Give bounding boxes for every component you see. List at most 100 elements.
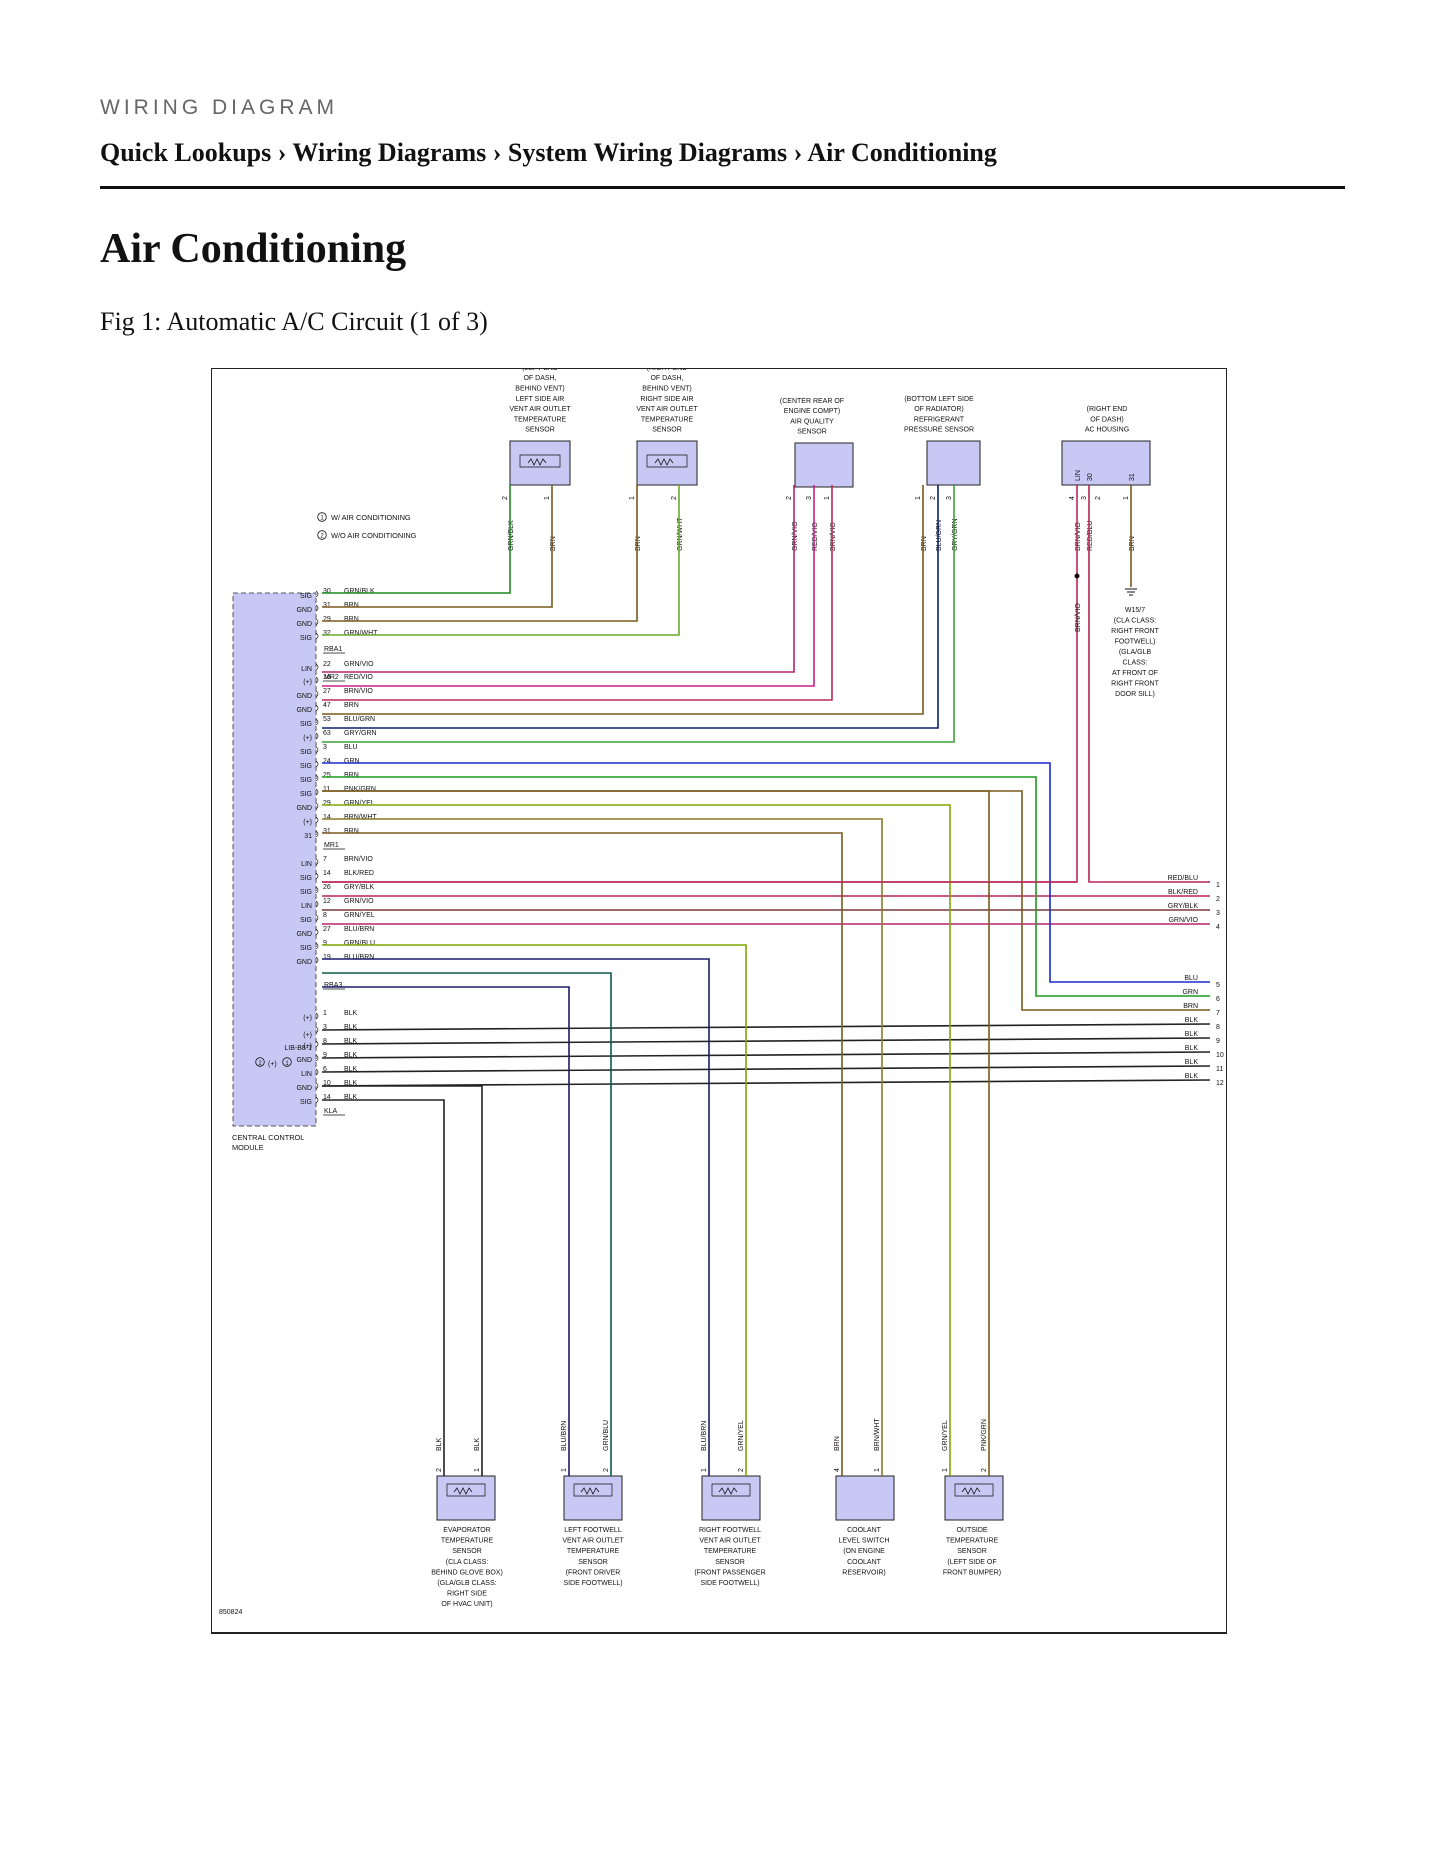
wire-gnv (322, 485, 795, 673)
legend-mark-circle (317, 512, 327, 522)
bottom-component-5 (944, 1475, 1004, 1521)
right-wire-label: BLK (1185, 1059, 1199, 1066)
pin-terminal (315, 632, 319, 640)
lib-mark: (+) (303, 1032, 312, 1039)
bottom-pin-number: 1 (701, 1468, 708, 1472)
figure-caption: Fig 1: Automatic A/C Circuit (1 of 3) (100, 307, 488, 336)
module-pin-number: 47 (323, 702, 331, 709)
top-wire-label: GRY/GRN (952, 518, 959, 551)
module-pin-wire: GRN/BLU (344, 940, 375, 947)
bottom-component-label: OUTSIDE (956, 1527, 987, 1534)
legend-mark-ref: 1 (285, 1061, 289, 1067)
ground-label: CLASS: (1123, 660, 1148, 667)
top-pin-inner-label: 31 (1129, 473, 1136, 481)
module-pin-number: 24 (323, 758, 331, 765)
right-wire-label: BLK (1185, 1017, 1199, 1024)
connector-label: MR2 (324, 674, 339, 681)
right-wire-label: GRN/VIO (1168, 917, 1198, 924)
bottom-pin-number: 1 (474, 1468, 481, 1472)
module-pin-number: 7 (323, 856, 327, 863)
module-pin-side: (+) (303, 679, 312, 686)
wire-rf-1 (322, 958, 710, 1476)
module-pin-side: LIN (301, 666, 312, 673)
module-pin-side: (+) (303, 1015, 312, 1022)
top-component-label: TEMPERATURE (514, 416, 567, 423)
module-pin-side: SIG (300, 749, 312, 756)
bottom-component-4 (835, 1475, 895, 1521)
module-pin-wire: BLU/BRN (344, 954, 374, 961)
top-component-label: TEMPERATURE (641, 416, 694, 423)
module-pin-side: GND (296, 805, 312, 812)
wire-cool-4 (322, 832, 843, 1476)
bottom-component-label: RIGHT FOOTWELL (699, 1527, 761, 1534)
top-component-label: (RIGHT END (1087, 406, 1128, 413)
pin-terminal (315, 942, 319, 950)
wire-gyg (322, 485, 955, 743)
module-pin-number: 30 (323, 588, 331, 595)
module-pin-wire: BRN (344, 702, 359, 709)
ground-label: (GLA/GLB (1119, 649, 1152, 656)
module-pin-side: LIN (301, 1071, 312, 1078)
top-pin-number: 2 (786, 496, 793, 500)
module-pin-side: SIG (300, 917, 312, 924)
legend-mark: 2 (320, 534, 324, 540)
bottom-wire-label: BLU/BRN (701, 1421, 708, 1451)
module-pin-number: 10 (323, 1080, 331, 1087)
bottom-component-label: LEFT FOOTWELL (564, 1527, 622, 1534)
wire-brn-b (322, 485, 638, 622)
module-pin-side: GND (296, 607, 312, 614)
bottom-component-label: SIDE FOOTWELL) (700, 1580, 759, 1587)
wire-right-blk (321, 1079, 1211, 1087)
module-pin-side: GND (296, 1057, 312, 1064)
module-pin-wire: GRN/YEL (344, 912, 375, 919)
bottom-component-label: SENSOR (957, 1548, 987, 1555)
module-pin-wire: GRN/VIO (344, 661, 374, 668)
top-component-label: RIGHT SIDE AIR (640, 396, 693, 403)
pin-terminal (315, 872, 319, 880)
module-pin-side: (+) (303, 1043, 312, 1050)
legend-mark: 1 (320, 516, 324, 522)
pin-terminal (315, 590, 319, 598)
module-pin-side: GND (296, 707, 312, 714)
breadcrumb[interactable]: Quick Lookups › Wiring Diagrams › System… (100, 138, 997, 167)
right-wire-label: BLK (1185, 1045, 1199, 1052)
bottom-wire-label: BLU/BRN (561, 1421, 568, 1451)
module-pin-side: GND (296, 621, 312, 628)
module-pin-wire: BRN/VIO (344, 856, 373, 863)
bottom-component-label: BEHIND GLOVE BOX) (431, 1569, 503, 1576)
ground-label: FOOTWELL) (1115, 639, 1156, 646)
module-pin-side: SIG (300, 635, 312, 642)
bottom-pin-number: 1 (561, 1468, 568, 1472)
right-wire-label: BLK (1185, 1031, 1199, 1038)
sensor-thermistor-icon (961, 1487, 981, 1495)
pin-terminal (315, 604, 319, 612)
sensor-thermistor-body (519, 454, 561, 468)
module-pin-side: LIN (301, 903, 312, 910)
bottom-component-label: (CLA CLASS: (446, 1559, 488, 1566)
top-component-label: BEHIND VENT) (515, 386, 564, 393)
bottom-wire-label: GRN/BLU (603, 1420, 610, 1451)
top-pin-number: 2 (1095, 496, 1102, 500)
pin-terminal (315, 802, 319, 810)
top-component-label: OF RADIATOR) (914, 406, 964, 413)
connector-label: RBA1 (324, 646, 342, 653)
pin-terminal (315, 732, 319, 740)
right-pin-number: 8 (1216, 1024, 1220, 1031)
pin-terminal (315, 704, 319, 712)
top-pin-number: 4 (1069, 496, 1076, 500)
module-pin-side: SIG (300, 763, 312, 770)
sensor-thermistor-body (573, 1483, 613, 1497)
module-pin-number: 9 (323, 1052, 327, 1059)
top-component-label: (CENTER REAR OF (780, 398, 844, 405)
module-pin-wire: BLK (344, 1024, 358, 1031)
sensor-thermistor-icon (654, 458, 674, 466)
bottom-component-label: TEMPERATURE (441, 1538, 494, 1545)
bottom-component-label: COOLANT (847, 1527, 882, 1534)
module-pin-wire: BRN (344, 602, 359, 609)
pin-terminal (315, 1068, 319, 1076)
top-pin-inner-label: LIN (1075, 470, 1082, 481)
top-component-label: PRESSURE SENSOR (904, 427, 974, 434)
bottom-wire-label: GRN/YEL (942, 1420, 949, 1451)
bottom-component-label: OF HVAC UNIT) (441, 1601, 492, 1608)
